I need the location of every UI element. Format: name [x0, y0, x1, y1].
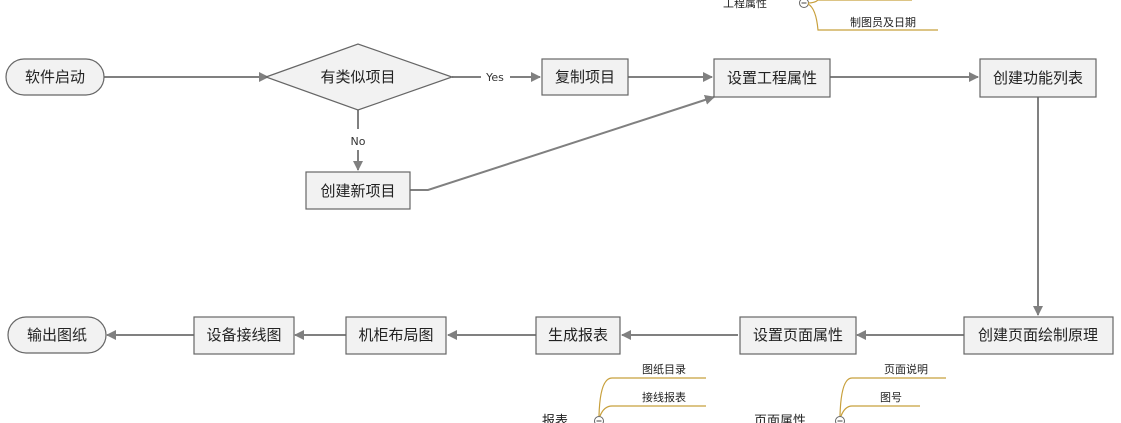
- node-start[interactable]: 软件启动: [5, 58, 105, 96]
- node-set-page-props-label: 设置页面属性: [753, 326, 843, 344]
- node-gen-report[interactable]: 生成报表: [535, 316, 621, 355]
- mindmap-project-props: 工程属性 制图员及日期: [723, 0, 938, 31]
- node-output[interactable]: 输出图纸: [7, 316, 107, 354]
- mindmap-project-props-item-0: 制图员及日期: [850, 16, 916, 29]
- node-output-label: 输出图纸: [27, 326, 87, 344]
- mindmap-report: 报表 图纸目录 接线报表: [542, 363, 706, 423]
- mindmap-page-props-item-0: 页面说明: [884, 362, 928, 376]
- collapse-icon[interactable]: [835, 416, 845, 423]
- node-create-func-list[interactable]: 创建功能列表: [979, 58, 1097, 98]
- collapse-icon[interactable]: [799, 0, 809, 8]
- mindmap-page-props-item-1: 图号: [880, 391, 902, 404]
- node-decision-label: 有类似项目: [320, 68, 395, 86]
- edge-label-yes: Yes: [485, 71, 504, 84]
- edge-label-no: No: [351, 135, 366, 148]
- mindmap-report-item-0: 图纸目录: [642, 363, 686, 376]
- mindmap-page-props-root: 页面属性: [754, 414, 806, 423]
- node-start-label: 软件启动: [25, 68, 85, 86]
- node-copy-project-label: 复制项目: [555, 68, 615, 86]
- mindmap-report-root: 报表: [542, 414, 568, 423]
- node-cabinet-layout[interactable]: 机柜布局图: [345, 316, 447, 355]
- edge-create-to-props: [410, 95, 715, 191]
- node-device-wiring[interactable]: 设备接线图: [193, 316, 295, 355]
- node-gen-report-label: 生成报表: [548, 326, 608, 344]
- mindmap-project-props-root: 工程属性: [723, 0, 767, 10]
- node-cabinet-layout-label: 机柜布局图: [358, 326, 433, 344]
- node-create-new-label: 创建新项目: [320, 182, 395, 200]
- node-create-new-project[interactable]: 创建新项目: [305, 171, 411, 210]
- node-create-page-draw[interactable]: 创建页面绘制原理: [963, 316, 1114, 355]
- node-create-page-draw-label: 创建页面绘制原理: [978, 326, 1098, 344]
- edges: [104, 72, 1043, 340]
- node-create-func-list-label: 创建功能列表: [993, 69, 1083, 87]
- mindmap-report-item-1: 接线报表: [642, 390, 686, 404]
- node-device-wiring-label: 设备接线图: [206, 326, 281, 344]
- collapse-icon[interactable]: [594, 416, 604, 423]
- node-set-page-props[interactable]: 设置页面属性: [739, 316, 857, 355]
- node-set-project-props-label: 设置工程属性: [727, 69, 817, 87]
- node-set-project-props[interactable]: 设置工程属性: [713, 58, 831, 98]
- node-decision-has-similar[interactable]: 有类似项目: [264, 43, 454, 111]
- mindmap-page-props: 页面属性 页面说明 图号: [754, 362, 946, 423]
- node-copy-project[interactable]: 复制项目: [541, 58, 629, 96]
